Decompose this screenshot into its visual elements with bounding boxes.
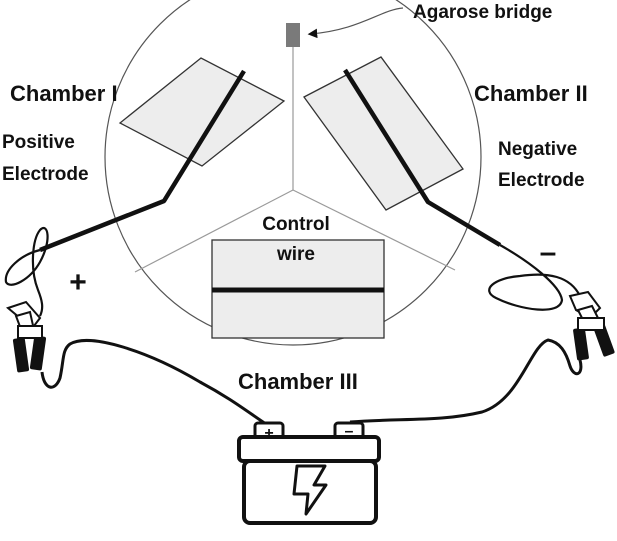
positive-lead-wire xyxy=(40,339,267,426)
positive-electrode-label-line1: Positive xyxy=(2,132,75,153)
agarose-bridge xyxy=(286,23,300,47)
negative-electrode-wire xyxy=(343,68,502,247)
negative-sign: – xyxy=(540,236,557,269)
battery-plus-sign: + xyxy=(264,425,273,442)
negative-electrode-label-line1: Negative xyxy=(498,139,577,160)
control-wire-label-line1: Control xyxy=(262,214,330,235)
control-wire-label-line2: wire xyxy=(276,244,315,265)
positive-electrode-label-line2: Electrode xyxy=(2,164,89,185)
agarose-bridge-pointer xyxy=(307,7,404,39)
divider-left xyxy=(134,189,294,273)
battery-icon xyxy=(237,421,381,525)
negative-wire-loop xyxy=(488,244,581,311)
positive-wire-loop xyxy=(4,227,49,317)
battery-minus-sign: – xyxy=(345,423,354,440)
positive-sign: + xyxy=(69,266,87,299)
negative-electrode-label-line2: Electrode xyxy=(498,170,585,191)
chamber-1-electrode xyxy=(118,57,286,167)
negative-lead-wire xyxy=(349,338,583,424)
lightning-bolt-icon xyxy=(292,464,328,516)
agarose-bridge-label: Agarose bridge xyxy=(413,2,552,23)
chamber-1-label: Chamber I xyxy=(10,81,118,106)
negative-alligator-clip xyxy=(568,290,615,361)
chamber-3-label: Chamber III xyxy=(238,369,358,394)
divider-right xyxy=(292,189,456,271)
positive-alligator-clip xyxy=(5,300,47,373)
chamber-2-label: Chamber II xyxy=(474,81,588,106)
positive-electrode-wire xyxy=(39,69,246,253)
